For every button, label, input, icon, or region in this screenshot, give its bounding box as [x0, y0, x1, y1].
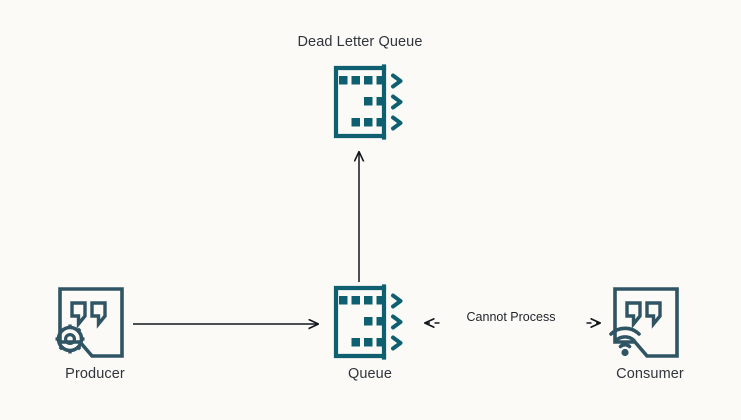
gear-icon — [55, 324, 85, 354]
edge-label-cannot-process: Cannot Process — [440, 310, 582, 324]
dead-letter-queue-icon — [333, 64, 403, 140]
queue-label: Queue — [347, 366, 393, 382]
consumer-icon — [609, 287, 679, 358]
consumer-label: Consumer — [616, 366, 684, 382]
wifi-icon — [609, 326, 641, 357]
queue-icon — [333, 284, 403, 360]
producer-label: Producer — [65, 366, 125, 382]
producer-icon — [55, 287, 124, 358]
dead-letter-queue-label: Dead Letter Queue — [297, 34, 423, 50]
